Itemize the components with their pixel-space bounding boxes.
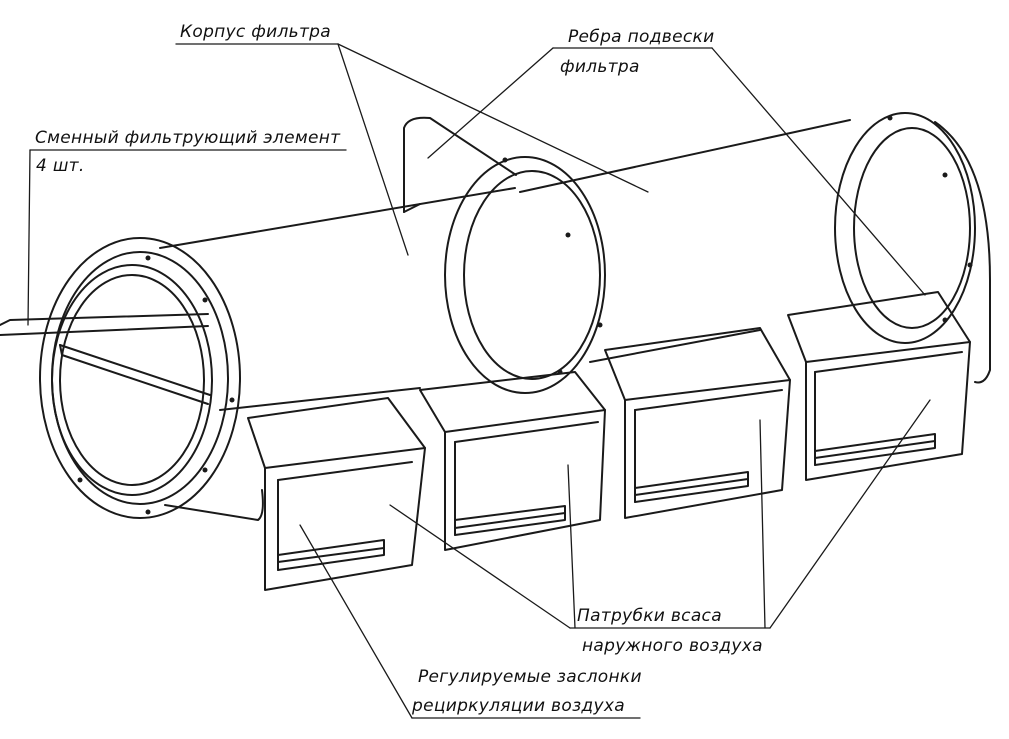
label-suspension-ribs-line1: Ребра подвески bbox=[568, 27, 715, 47]
label-filter-element-line1: Сменный фильтрующий элемент bbox=[35, 128, 341, 148]
intake-nozzle-1 bbox=[247, 397, 426, 591]
rear-suspension-rib bbox=[403, 116, 517, 213]
intake-nozzle-3 bbox=[604, 327, 791, 519]
flange-bolts bbox=[77, 115, 973, 515]
leader-lines bbox=[27, 43, 931, 719]
intake-nozzle-2 bbox=[419, 371, 606, 551]
label-filter-element-line2: 4 шт. bbox=[36, 156, 85, 176]
filter-housing-cylinder bbox=[159, 119, 851, 411]
label-dampers-line2: рециркуляции воздуха bbox=[412, 696, 625, 716]
label-intake-nozzles-line1: Патрубки всаса bbox=[577, 606, 722, 626]
filter-element-rail bbox=[0, 313, 211, 405]
right-end-flange bbox=[834, 112, 991, 384]
middle-flange bbox=[444, 156, 606, 394]
front-end-flange bbox=[39, 237, 241, 519]
intake-nozzle-4 bbox=[787, 291, 971, 481]
bottom-suspension-rib bbox=[164, 489, 264, 521]
label-dampers-line1: Регулируемые заслонки bbox=[418, 667, 642, 687]
label-filter-body: Корпус фильтра bbox=[180, 22, 331, 42]
label-suspension-ribs-line2: фильтра bbox=[560, 57, 640, 77]
label-intake-nozzles-line2: наружного воздуха bbox=[582, 636, 763, 656]
